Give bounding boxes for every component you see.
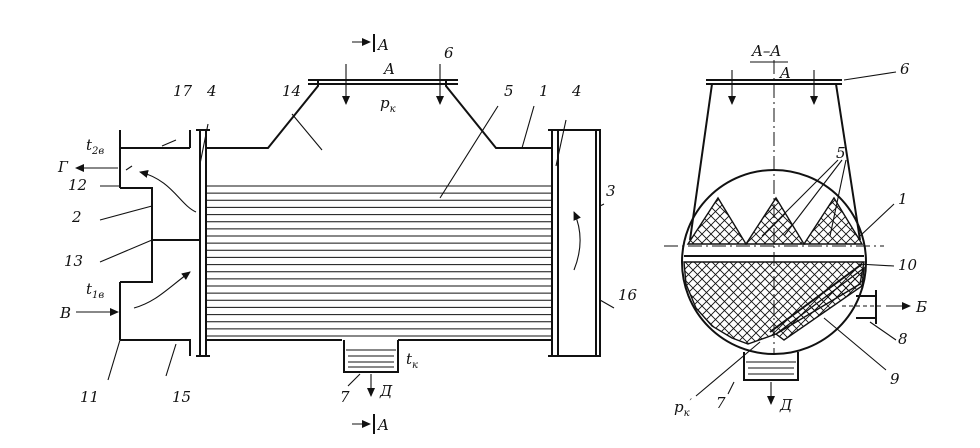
label-6: 6 [444,44,454,62]
outlet-flow-arrow [139,170,197,213]
label-11: 11 [80,388,99,406]
label-5-right: 5 [836,144,846,162]
label-5: 5 [504,82,514,100]
tube-bundle-left [686,196,748,245]
label-section-A-right: A [778,64,791,82]
label-6-right: 6 [900,60,910,78]
label-section-A: A [382,60,395,78]
label-10: 10 [898,256,918,274]
section-condensate-level [746,361,796,375]
label-17: 17 [173,82,193,100]
air-cooler-section [774,266,865,341]
leaders-right [695,71,897,397]
label-t1: t1в [86,280,104,301]
section-neck [689,83,861,241]
label-14: 14 [282,82,301,100]
shell-top-with-dome [206,80,552,149]
section-condensate-collector [743,352,799,381]
leaders-left [99,105,615,387]
label-stream-D-right: Д [779,396,793,414]
label-3: 3 [606,182,616,200]
section-inlet-flange [706,79,842,85]
label-section-A-bottom: A [376,416,389,434]
label-2: 2 [71,208,82,226]
air-cooler-plate [769,263,863,333]
steam-inlet-flange [308,79,458,85]
air-outlet-nozzle [856,290,877,324]
label-1-right: 1 [898,190,908,208]
label-tk: tк [406,350,418,371]
label-1: 1 [539,82,549,100]
left-water-box [119,130,191,356]
label-4-left: 4 [206,82,217,100]
label-pk-prime: pк′ [674,398,693,419]
label-4-right: 4 [571,82,582,100]
label-15: 15 [172,388,191,406]
tube-bundle [206,185,552,337]
label-stream-V: В [59,304,71,322]
label-13: 13 [64,252,83,270]
label-stream-D: Д [379,382,393,400]
condensate-collector [343,340,399,373]
left-nozzles [119,130,153,283]
tube-bundle-center [744,196,806,245]
label-pk: pк [380,94,396,115]
label-section-AA: A–A [750,42,781,60]
label-stream-G: Г [57,158,69,176]
inlet-flow-arrow [133,271,191,309]
label-stream-B: Б [915,298,927,316]
label-7-right: 7 [716,394,726,412]
label-16: 16 [618,286,638,304]
label-8: 8 [898,330,908,348]
label-12: 12 [68,176,87,194]
label-section-A-top: A [376,36,389,54]
right-water-box [562,129,601,357]
label-9: 9 [890,370,900,388]
condensate-level [346,349,396,368]
return-flow-arrow [573,211,581,271]
label-7: 7 [340,388,350,406]
label-t2: t2в [86,136,104,157]
